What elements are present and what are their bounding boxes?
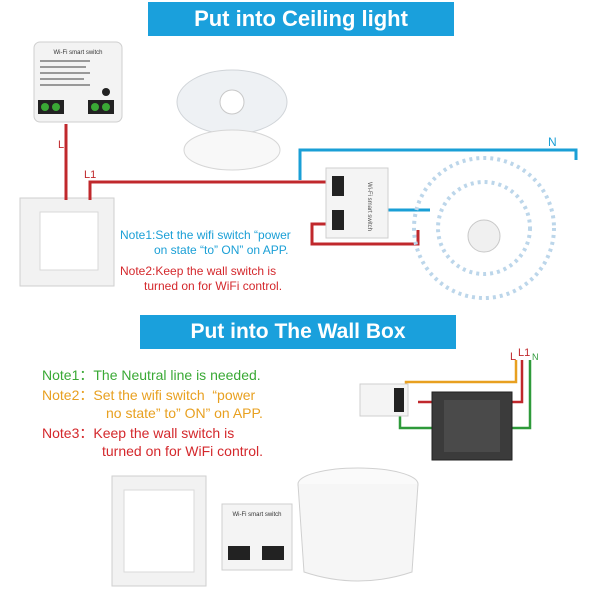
smart-switch-module-top-left: Wi-Fi smart switch [33,41,123,123]
wire-label-n-bottom: N [532,352,539,362]
wire-label-l-bottom: L [510,351,516,363]
wall-switch-top [19,197,115,287]
module-label-rotated: Wi-Fi smart switch [366,182,372,231]
bottom-note3-line2: turned on for WiFi control. [102,443,264,459]
ceiling-lamp-image [176,69,288,171]
wall-switch-panel-dark [431,391,513,461]
bottom-note2-line2: no state” to” ON” on APP. [106,405,263,421]
module-label-bottom: Wi-Fi smart switch [233,512,282,518]
smart-switch-module-bottom-product: Wi-Fi smart switch [221,503,293,571]
banner-wall-box: Put into The Wall Box [140,315,456,349]
bottom-note2-line1: Note2：Set the wifi switch “power [42,387,256,403]
wall-switch-bottom [111,475,207,587]
top-note1-line1: Note1:Set the wifi switch “power [120,228,291,242]
wire-label-n-top: N [548,135,557,149]
wire-label-l1-bottom: L1 [518,347,530,359]
led-ring-lamp [412,156,556,300]
bottom-note3-line1: Note3：Keep the wall switch is [42,425,235,441]
banner-ceiling-light: Put into Ceiling light [148,2,454,36]
wire-label-l1-top: L1 [84,169,96,181]
top-note2-line1: Note2:Keep the wall switch is [120,264,277,278]
junction-box [297,467,419,582]
smart-switch-module-center: Wi-Fi smart switch [325,167,389,239]
wire-label-l-top: L [58,139,64,151]
smart-switch-module-bottom [359,383,409,417]
bottom-note1: Note1：The Neutral line is needed. [42,367,261,383]
module-label: Wi-Fi smart switch [54,50,103,56]
top-note1-line2: on state “to” ON” on APP. [154,243,289,257]
top-note2-line2: turned on for WiFi control. [144,279,283,293]
